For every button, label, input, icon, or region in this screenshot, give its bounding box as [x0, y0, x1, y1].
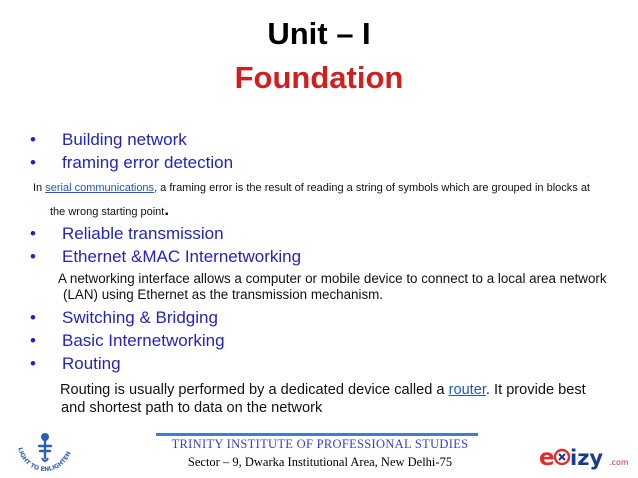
bullet-basic-internetworking: Basic Internetworking: [24, 329, 624, 352]
bullet-switching-bridging: Switching & Bridging: [24, 306, 624, 329]
logo-com: .com: [609, 458, 629, 467]
bullet-routing: Routing: [24, 352, 624, 375]
link-serial-communications[interactable]: serial communications: [45, 182, 155, 194]
slide-title: Unit – I: [267, 16, 371, 51]
note-framing-pre: In: [33, 182, 46, 194]
note-routing-cont: and shortest path to data on the network: [61, 400, 323, 416]
bullet-framing-error: framing error detection: [24, 151, 624, 174]
eduizy-logo-icon: e izy .com: [539, 445, 629, 470]
footer-divider: [156, 433, 478, 436]
link-router[interactable]: router: [448, 382, 486, 398]
institute-logo-icon: LIGHT TO ENLIGHTEN: [16, 433, 73, 473]
slide-content: Building network framing error detection…: [24, 128, 624, 417]
bullet-ethernet-mac: Ethernet &MAC Internetworking: [24, 245, 624, 268]
slide-subtitle: Foundation: [234, 60, 404, 95]
note-framing-cont-text: the wrong starting point: [50, 206, 165, 218]
note-routing: Routing is usually performed by a dedica…: [24, 381, 624, 417]
footer-institute: TRINITY INSTITUTE OF PROFESSIONAL STUDIE…: [171, 437, 469, 451]
logo-mark-icon: [558, 453, 566, 461]
note-framing-error: In serial communications, a framing erro…: [24, 176, 624, 222]
logo-e: e: [539, 445, 555, 470]
bullet-reliable-transmission: Reliable transmission: [24, 222, 624, 245]
note-routing-post: . It provide best: [485, 382, 586, 398]
note-routing-pre: Routing is usually performed by a dedica…: [60, 382, 449, 398]
logo-izy: izy: [570, 446, 603, 470]
note-framing-post: , a framing error is the result of readi…: [154, 182, 590, 194]
note-framing-cont: the wrong starting point.: [33, 200, 624, 222]
logo-d-ring-icon: [553, 448, 571, 466]
note-ethernet-line2: (LAN) using Ethernet as the transmission…: [63, 287, 384, 302]
footer-address: Sector – 9, Dwarka Institutional Area, N…: [187, 455, 453, 469]
bullet-building-network: Building network: [24, 128, 624, 151]
note-ethernet: A networking interface allows a computer…: [24, 271, 624, 303]
note-ethernet-line1: A networking interface allows a computer…: [58, 271, 607, 286]
note-framing-end: .: [164, 200, 170, 219]
